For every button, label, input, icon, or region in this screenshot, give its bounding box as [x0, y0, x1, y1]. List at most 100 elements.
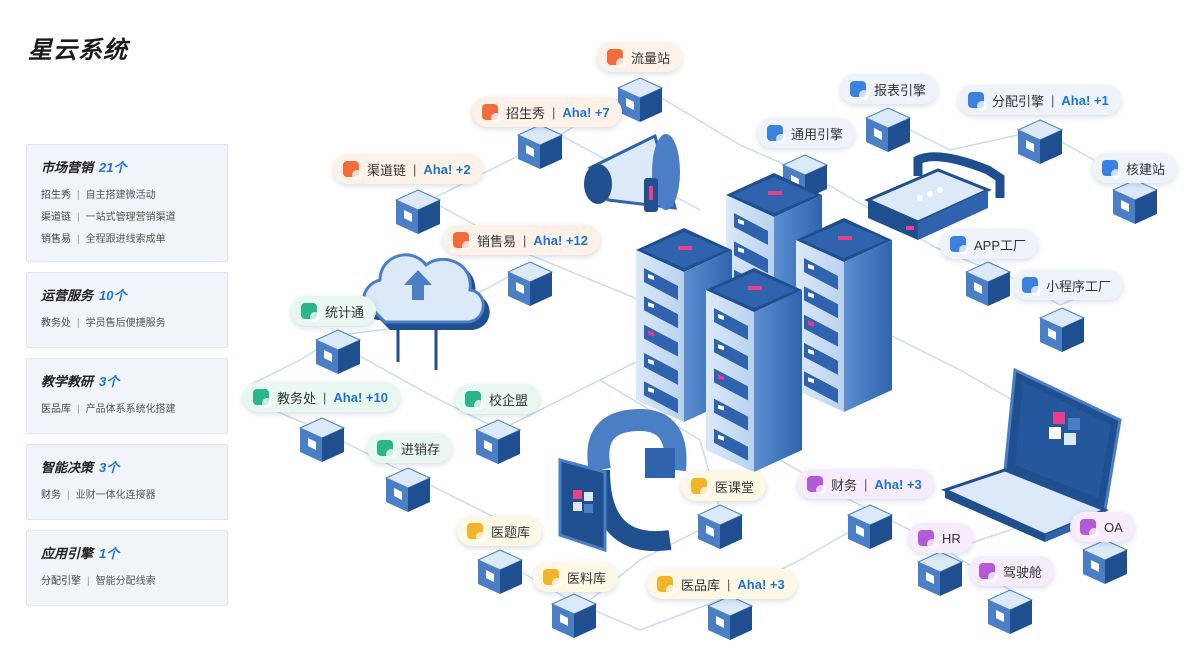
category-count: 3个	[99, 460, 120, 475]
node-jinxiaocun[interactable]: 进销存	[367, 433, 453, 463]
separator: |	[77, 190, 80, 201]
node-cubes	[298, 77, 1159, 640]
cube-tongjitong	[314, 329, 362, 374]
cube-jiaowuchu	[298, 417, 346, 462]
separator: |	[77, 212, 80, 223]
item-name: 招生秀	[41, 190, 71, 201]
node-label: 医题库	[491, 524, 531, 540]
page-title: 星云系统	[28, 37, 128, 64]
item-name: 教务处	[41, 318, 71, 329]
site-icon	[1102, 160, 1121, 179]
node-hr[interactable]: HR	[908, 523, 973, 553]
node-hejianzhan[interactable]: 核建站	[1092, 153, 1178, 183]
category-item[interactable]: 分配引擎|智能分配线索	[41, 571, 213, 593]
cube-oa	[1081, 539, 1129, 584]
node-yiliaoku[interactable]: 医料库	[533, 562, 619, 592]
node-label: 医课堂	[715, 479, 755, 495]
category-item[interactable]: 销售易|全程跟进线索成单	[41, 229, 213, 251]
node-tongyongyinqing[interactable]: 通用引擎	[757, 118, 856, 148]
node-xiaoshouyi[interactable]: 销售易|Aha! +12	[443, 225, 600, 255]
node-yiketang[interactable]: 医课堂	[681, 471, 767, 501]
separator: |	[77, 404, 80, 415]
category-item[interactable]: 招生秀|自主搭建微活动	[41, 185, 213, 207]
oa-icon	[1080, 519, 1099, 538]
item-description: 智能分配线索	[95, 576, 156, 587]
item-name: 销售易	[41, 234, 71, 245]
engine-icon	[767, 125, 786, 144]
link-icon	[343, 161, 362, 180]
node-tongjitong[interactable]: 统计通	[291, 296, 377, 326]
node-label: 校企盟	[489, 392, 529, 408]
node-label: 通用引擎	[791, 126, 844, 142]
cube-jinxiaocun	[384, 467, 432, 512]
node-label: 医品库	[681, 577, 721, 593]
separator: |	[77, 318, 80, 329]
item-description: 产品体系系统化搭建	[85, 404, 176, 415]
category-item[interactable]: 医品库 | 产品体系系统化搭建	[41, 399, 213, 421]
aha-count: Aha! +12	[533, 232, 588, 248]
item-description: 一站式管理营销渠道	[85, 212, 176, 223]
node-jiaowuchu[interactable]: 教务处|Aha! +10	[243, 382, 400, 412]
category-name: 智能决策	[41, 460, 94, 475]
category-name: 应用引擎	[41, 546, 94, 561]
separator: |	[87, 576, 90, 587]
node-label: HR	[942, 530, 961, 546]
node-zhaoshengxiu[interactable]: 招生秀|Aha! +7	[472, 97, 622, 127]
node-label: 渠道链	[367, 162, 407, 178]
category-item[interactable]: 教务处|学员售后便捷服务	[41, 313, 213, 335]
node-label: 进销存	[401, 441, 441, 457]
node-xiaochengxu[interactable]: 小程序工厂	[1012, 270, 1124, 300]
node-appgongchang[interactable]: APP工厂	[940, 229, 1039, 259]
node-label: 分配引擎	[992, 93, 1045, 109]
material-icon	[543, 569, 562, 588]
cube-yiliaoku	[550, 593, 598, 638]
cube-appgongchang	[964, 261, 1012, 306]
category-count: 1个	[99, 546, 120, 561]
classroom-icon	[691, 478, 710, 497]
node-fenpeiyinqing[interactable]: 分配引擎|Aha! +1	[958, 85, 1121, 115]
node-label: 核建站	[1126, 161, 1166, 177]
cube-zhaoshengxiu	[516, 124, 564, 169]
cube-hr	[916, 551, 964, 596]
category-panel[interactable]: 智能决策 3个财务|业财一体化连接器	[26, 444, 228, 520]
aha-count: Aha! +10	[333, 389, 388, 405]
node-xiaoqimeng[interactable]: 校企盟	[455, 384, 541, 414]
separator: |	[552, 104, 556, 120]
app-icon	[950, 236, 969, 255]
stats-icon	[301, 303, 320, 322]
node-jiashicang[interactable]: 驾驶舱	[969, 556, 1055, 586]
node-qudaolian[interactable]: 渠道链|Aha! +2	[333, 154, 483, 184]
server-tower	[796, 218, 892, 412]
item-name: 医品库	[41, 404, 71, 415]
cube-fenpeiyinqing	[1016, 119, 1064, 164]
category-name: 运营服务	[41, 288, 94, 303]
cube-xiaochengxu	[1038, 307, 1086, 352]
server-tower	[706, 268, 802, 472]
question-bank-icon	[467, 523, 486, 542]
cockpit-icon	[979, 563, 998, 582]
node-label: 统计通	[325, 304, 365, 320]
category-item[interactable]: 财务|业财一体化连接器	[41, 485, 213, 507]
item-description: 业财一体化连接器	[75, 490, 156, 501]
node-caiwu[interactable]: 财务|Aha! +3	[797, 469, 934, 499]
node-baobiaoyinqing[interactable]: 报表引擎	[840, 74, 939, 104]
category-count: 3个	[99, 374, 120, 389]
category-item[interactable]: 渠道链 | 一站式管理营销渠道	[41, 207, 213, 229]
sales-icon	[453, 232, 472, 251]
node-yipinku[interactable]: 医品库|Aha! +3	[647, 569, 797, 599]
cube-xiaoqimeng	[474, 419, 522, 464]
node-yitiku[interactable]: 医题库	[457, 516, 543, 546]
node-oa[interactable]: OA	[1070, 512, 1135, 542]
category-name: 市场营销	[41, 160, 94, 175]
node-label: 驾驶舱	[1003, 564, 1043, 580]
node-label: 招生秀	[506, 105, 546, 121]
category-title: 应用引擎 1个	[41, 543, 213, 562]
node-liuliangzhan[interactable]: 流量站	[597, 42, 683, 72]
item-name: 渠道链	[41, 212, 71, 223]
